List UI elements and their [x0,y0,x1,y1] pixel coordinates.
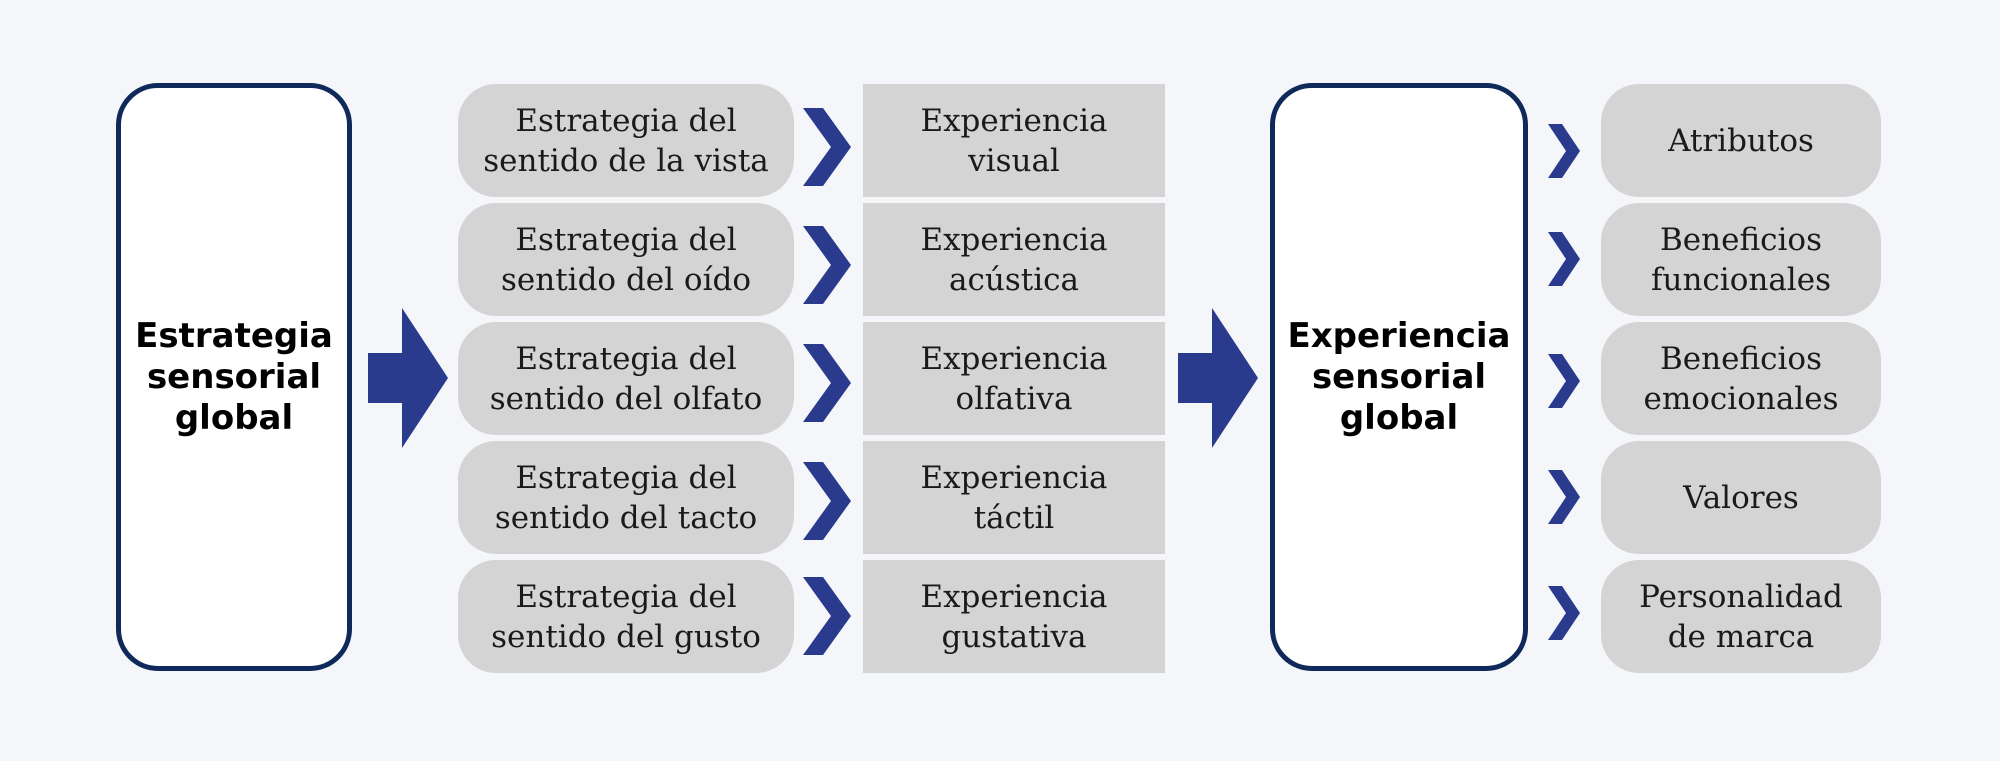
global-strategy-label: Estrategia sensorial global [135,315,333,438]
experience-box-olfativa: Experiencia olfativa [863,322,1165,435]
outcome-label: Valores [1683,479,1799,516]
experience-box-visual: Experiencia visual [863,84,1165,197]
outcome-label: Beneficios funcionales [1651,221,1831,298]
chevron-right-icon [1548,232,1580,286]
outcome-label: Personalidad de marca [1639,578,1843,655]
outcome-pill-beneficios-emocionales: Beneficios emocionales [1601,322,1881,435]
strategy-label: Estrategia del sentido del oído [501,221,751,298]
chevron-right-icon [803,344,851,422]
outcome-pill-personalidad: Personalidad de marca [1601,560,1881,673]
strategy-label: Estrategia del sentido del tacto [494,459,758,536]
chevron-right-icon [1548,470,1580,524]
chevron-right-icon [1548,586,1580,640]
chevron-right-icon [1548,124,1580,178]
outcome-pill-atributos: Atributos [1601,84,1881,197]
outcome-pill-beneficios-funcionales: Beneficios funcionales [1601,203,1881,316]
outcome-pill-valores: Valores [1601,441,1881,554]
strategy-pill-gusto: Estrategia del sentido del gusto [458,560,794,673]
chevron-right-icon [803,577,851,655]
big-arrow-right-icon [1178,308,1258,448]
experience-box-tactil: Experiencia táctil [863,441,1165,554]
strategy-pill-tacto: Estrategia del sentido del tacto [458,441,794,554]
global-experience-box: Experiencia sensorial global [1270,83,1528,671]
outcome-label: Atributos [1668,122,1814,159]
strategy-pill-vista: Estrategia del sentido de la vista [458,84,794,197]
chevron-right-icon [1548,354,1580,408]
strategy-pill-oido: Estrategia del sentido del oído [458,203,794,316]
strategy-label: Estrategia del sentido del olfato [489,340,763,417]
global-strategy-box: Estrategia sensorial global [116,83,352,671]
strategy-label: Estrategia del sentido de la vista [483,102,769,179]
chevron-right-icon [803,108,851,186]
chevron-right-icon [803,226,851,304]
global-experience-label: Experiencia sensorial global [1287,315,1511,438]
outcome-label: Beneficios emocionales [1643,340,1839,417]
experience-label: Experiencia olfativa [920,340,1108,417]
experience-label: Experiencia acústica [920,221,1108,298]
experience-box-gustativa: Experiencia gustativa [863,560,1165,673]
strategy-label: Estrategia del sentido del gusto [491,578,761,655]
experience-label: Experiencia visual [920,102,1108,179]
big-arrow-right-icon [368,308,448,448]
experience-box-acustica: Experiencia acústica [863,203,1165,316]
experience-label: Experiencia gustativa [920,578,1108,655]
strategy-pill-olfato: Estrategia del sentido del olfato [458,322,794,435]
chevron-right-icon [803,462,851,540]
experience-label: Experiencia táctil [920,459,1108,536]
